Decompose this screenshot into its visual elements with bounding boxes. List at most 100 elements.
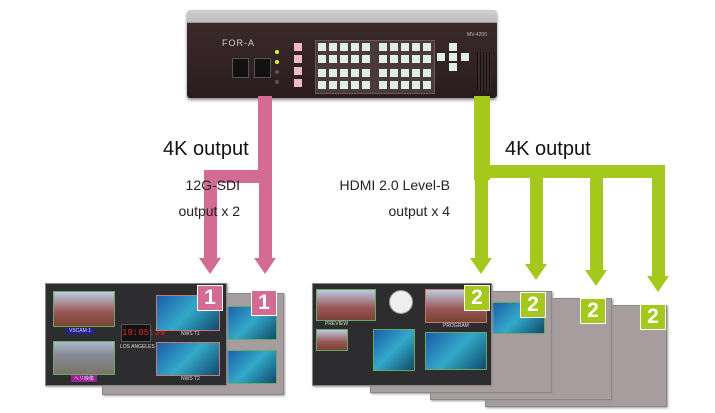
crosspoint-button[interactable] bbox=[390, 43, 398, 51]
tile-label: PREVIEW bbox=[325, 321, 349, 327]
video-thumbnail bbox=[225, 350, 277, 384]
crosspoint-button[interactable] bbox=[362, 69, 370, 77]
crosspoint-button[interactable] bbox=[340, 43, 348, 51]
tile-label: ヘリ映像 bbox=[71, 375, 98, 382]
page-button[interactable] bbox=[294, 55, 302, 63]
left-arrow-button[interactable] bbox=[437, 53, 445, 61]
sdi-output-heading: 4K output bbox=[163, 138, 249, 160]
sdi-interface: 12G-SDI bbox=[185, 177, 240, 193]
crosspoint-button[interactable] bbox=[351, 55, 359, 63]
crosspoint-button[interactable] bbox=[401, 43, 409, 51]
crosspoint-button[interactable] bbox=[318, 69, 326, 77]
down-arrow-button[interactable] bbox=[449, 63, 457, 71]
status-led bbox=[275, 60, 279, 64]
hdmi-trunk-line bbox=[474, 96, 490, 180]
crosspoint-button[interactable] bbox=[401, 81, 409, 89]
hdmi-monitor-1: PREVIEW PROGRAM bbox=[312, 283, 492, 386]
hdmi-output-badge: 2 bbox=[640, 304, 666, 330]
video-thumbnail bbox=[53, 291, 115, 327]
crosspoint-button[interactable] bbox=[379, 69, 387, 77]
crosspoint-button[interactable] bbox=[379, 55, 387, 63]
power-switch-2[interactable] bbox=[254, 58, 271, 78]
power-switch-1[interactable] bbox=[232, 58, 249, 78]
hdmi-split-line bbox=[474, 165, 665, 178]
status-led bbox=[275, 50, 279, 54]
crosspoint-button[interactable] bbox=[412, 55, 420, 63]
hdmi-branch-line bbox=[652, 165, 665, 278]
crosspoint-button[interactable] bbox=[379, 81, 387, 89]
video-thumbnail bbox=[373, 329, 415, 371]
video-thumbnail bbox=[316, 289, 376, 321]
arrow-head bbox=[647, 276, 669, 292]
arrow-head bbox=[470, 258, 492, 274]
crosspoint-button[interactable] bbox=[318, 43, 326, 51]
crosspoint-button[interactable] bbox=[401, 55, 409, 63]
crosspoint-button[interactable] bbox=[423, 81, 431, 89]
crosspoint-button[interactable] bbox=[390, 55, 398, 63]
page-button[interactable] bbox=[294, 67, 302, 75]
up-arrow-button[interactable] bbox=[449, 43, 457, 51]
tile-label: VSCAM 1 bbox=[66, 328, 94, 334]
crosspoint-button[interactable] bbox=[329, 81, 337, 89]
model-label: MV-4200 bbox=[466, 32, 487, 38]
crosspoint-button[interactable] bbox=[362, 81, 370, 89]
video-thumbnail bbox=[156, 295, 220, 331]
hdmi-output-heading: 4K output bbox=[505, 138, 591, 160]
crosspoint-button[interactable] bbox=[340, 81, 348, 89]
sdi-count: output x 2 bbox=[178, 203, 241, 219]
status-led bbox=[275, 70, 279, 74]
sdi-branch-line bbox=[259, 170, 272, 260]
crosspoint-button[interactable] bbox=[340, 69, 348, 77]
hdmi-branch-line bbox=[475, 165, 488, 260]
hdmi-branch-line bbox=[590, 165, 603, 272]
page-button[interactable] bbox=[294, 43, 302, 51]
crosspoint-button[interactable] bbox=[351, 69, 359, 77]
hdmi-output-badge: 2 bbox=[464, 285, 490, 311]
video-thumbnail bbox=[53, 341, 115, 375]
arrow-head bbox=[585, 270, 607, 286]
crosspoint-button[interactable] bbox=[423, 43, 431, 51]
crosspoint-button[interactable] bbox=[351, 81, 359, 89]
multiviewer-device: FOR-A MV-4200 bbox=[187, 10, 497, 98]
sdi-output-badge: 1 bbox=[251, 290, 277, 316]
crosspoint-button[interactable] bbox=[423, 55, 431, 63]
hdmi-interface: HDMI 2.0 Level-B bbox=[339, 177, 450, 193]
crosspoint-button[interactable] bbox=[329, 69, 337, 77]
right-arrow-button[interactable] bbox=[461, 53, 469, 61]
crosspoint-button[interactable] bbox=[318, 55, 326, 63]
crosspoint-button[interactable] bbox=[340, 55, 348, 63]
vent-grille bbox=[477, 52, 491, 90]
crosspoint-button[interactable] bbox=[412, 69, 420, 77]
crosspoint-button[interactable] bbox=[401, 69, 409, 77]
enter-button[interactable] bbox=[449, 53, 457, 61]
crosspoint-button[interactable] bbox=[390, 69, 398, 77]
arrow-head bbox=[254, 258, 276, 274]
arrow-head bbox=[525, 264, 547, 280]
hdmi-count: output x 4 bbox=[388, 203, 451, 219]
crosspoint-button[interactable] bbox=[329, 43, 337, 51]
hdmi-branch-line bbox=[530, 165, 543, 266]
crosspoint-button[interactable] bbox=[390, 81, 398, 89]
tile-label: NWS T1 bbox=[181, 331, 200, 337]
tile-label: PROGRAM bbox=[443, 323, 469, 329]
crosspoint-button[interactable] bbox=[379, 43, 387, 51]
crosspoint-button[interactable] bbox=[362, 55, 370, 63]
hdmi-output-desc: HDMI 2.0 Level-B output x 4 bbox=[340, 172, 450, 224]
status-led bbox=[275, 80, 279, 84]
hdmi-output-badge: 2 bbox=[520, 292, 546, 318]
video-thumbnail bbox=[156, 342, 220, 376]
crosspoint-button[interactable] bbox=[412, 81, 420, 89]
crosspoint-button[interactable] bbox=[362, 43, 370, 51]
page-button[interactable] bbox=[294, 79, 302, 87]
analog-clock-icon bbox=[389, 290, 413, 314]
crosspoint-button[interactable] bbox=[412, 43, 420, 51]
sdi-split-line bbox=[204, 170, 272, 183]
tile-label: NWS T2 bbox=[181, 376, 200, 382]
crosspoint-button[interactable] bbox=[423, 69, 431, 77]
sdi-output-desc: 12G-SDI output x 2 bbox=[179, 172, 241, 224]
crosspoint-button[interactable] bbox=[318, 81, 326, 89]
crosspoint-button[interactable] bbox=[329, 55, 337, 63]
clock-display: 19:05:39 bbox=[121, 324, 165, 342]
hdmi-output-badge: 2 bbox=[580, 298, 606, 324]
crosspoint-button[interactable] bbox=[351, 43, 359, 51]
